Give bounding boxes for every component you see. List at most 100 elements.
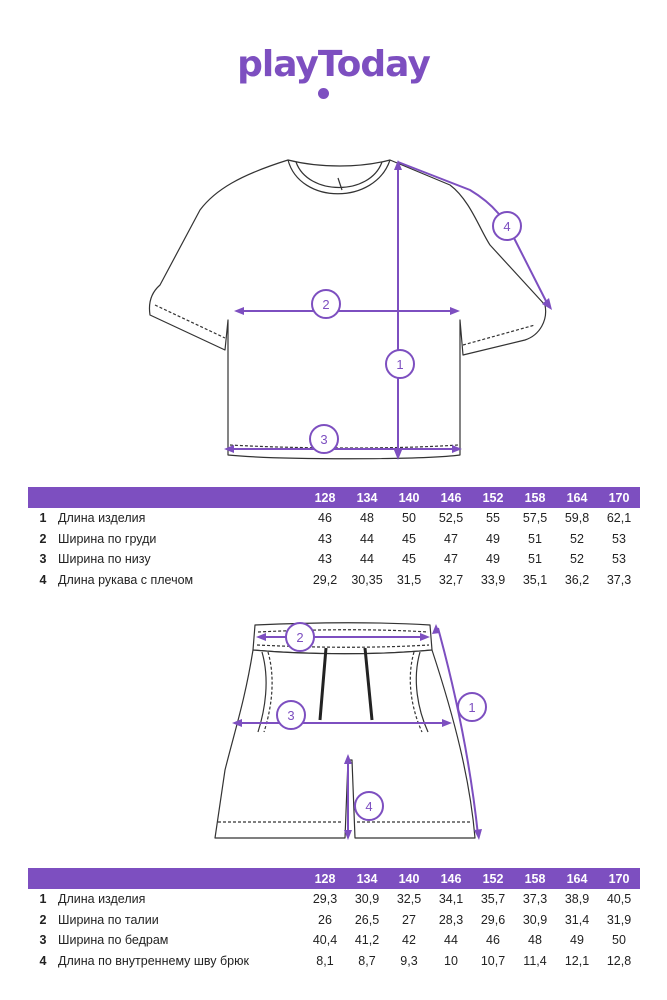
shorts-marker-2: [285, 622, 315, 652]
table-header-row: 128 134 140 146 152 158 164 170: [28, 868, 640, 889]
size-header: 158: [524, 871, 546, 886]
row-label: Ширина по бедрам: [58, 933, 169, 948]
table-row: 4 Длина по внутреннему шву брюк 8,1 8,7 …: [28, 951, 640, 972]
cell-value: 35,7: [480, 892, 506, 907]
size-header: 134: [356, 871, 378, 886]
row-label: Длина по внутреннему шву брюк: [58, 953, 249, 968]
cell-value: 48: [360, 511, 374, 526]
shorts-marker-2-label: 2: [296, 630, 303, 645]
cell-value: 32,7: [438, 572, 464, 587]
row-number: 4: [39, 953, 47, 968]
tshirt-collar: [287, 159, 391, 195]
size-header: 152: [482, 490, 504, 505]
cell-value: 10,7: [480, 953, 506, 968]
cell-value: 43: [318, 552, 332, 567]
cell-value: 46: [486, 933, 500, 948]
shorts-size-table: 128 134 140 146 152 158 164 170 1 Длина …: [28, 868, 640, 971]
tshirt-marker-1-label: 1: [396, 357, 403, 372]
cell-value: 53: [612, 552, 626, 567]
cell-value: 37,3: [606, 572, 632, 587]
cell-value: 48: [528, 933, 542, 948]
cell-value: 52,5: [438, 511, 464, 526]
tshirt-size-table: 128 134 140 146 152 158 164 170 1 Длина …: [28, 487, 640, 590]
row-number: 1: [39, 892, 47, 907]
cell-value: 31,4: [564, 912, 590, 927]
cell-value: 50: [612, 933, 626, 948]
cell-value: 29,3: [312, 892, 338, 907]
cell-value: 30,9: [354, 892, 380, 907]
cell-value: 35,1: [522, 572, 548, 587]
row-number: 2: [39, 531, 47, 546]
cell-value: 49: [486, 552, 500, 567]
size-header: 152: [482, 871, 504, 886]
table-row: 3 Ширина по бедрам 40,4 41,2 42 44 46 48…: [28, 930, 640, 951]
cell-value: 43: [318, 531, 332, 546]
tshirt-outline: [148, 159, 547, 460]
logo-dot: [318, 88, 329, 99]
cell-value: 38,9: [564, 892, 590, 907]
cell-value: 55: [486, 511, 500, 526]
tshirt-marker-3: [309, 424, 339, 454]
cell-value: 31,5: [396, 572, 422, 587]
size-header: 128: [314, 490, 336, 505]
size-header: 140: [398, 490, 420, 505]
cell-value: 45: [402, 531, 416, 546]
cell-value: 40,4: [312, 933, 338, 948]
cell-value: 30,9: [522, 912, 548, 927]
cell-value: 53: [612, 531, 626, 546]
shorts-length-line: [437, 627, 479, 836]
logo-text: playToday: [237, 44, 431, 85]
cell-value: 51: [528, 531, 542, 546]
cell-value: 52: [570, 552, 584, 567]
tshirt-marker-4-label: 4: [503, 219, 510, 234]
cell-value: 45: [402, 552, 416, 567]
cell-value: 47: [444, 552, 458, 567]
cell-value: 36,2: [564, 572, 590, 587]
row-label: Ширина по талии: [58, 912, 159, 927]
shorts-marker-1-label: 1: [468, 700, 475, 715]
cell-value: 34,1: [438, 892, 464, 907]
size-header: 134: [356, 490, 378, 505]
table-row: 4 Длина рукава с плечом 29,2 30,35 31,5 …: [28, 570, 640, 591]
tshirt-marker-2: [311, 289, 341, 319]
shorts-marker-3-label: 3: [287, 708, 294, 723]
cell-value: 47: [444, 531, 458, 546]
cell-value: 12,1: [564, 953, 590, 968]
cell-value: 37,3: [522, 892, 548, 907]
brand-logo: playToday: [0, 44, 667, 85]
cell-value: 31,9: [606, 912, 632, 927]
cell-value: 42: [402, 933, 416, 948]
cell-value: 49: [486, 531, 500, 546]
cell-value: 57,5: [522, 511, 548, 526]
row-number: 3: [39, 552, 47, 567]
cell-value: 11,4: [523, 953, 547, 968]
size-header: 146: [440, 490, 462, 505]
size-header: 170: [608, 490, 630, 505]
table-row: 3 Ширина по низу 43 44 45 47 49 51 52 53: [28, 549, 640, 570]
shorts-marker-3: [276, 700, 306, 730]
cell-value: 50: [402, 511, 416, 526]
cell-value: 44: [444, 933, 458, 948]
tshirt-marker-1: [385, 349, 415, 379]
shorts-marker-1: [457, 692, 487, 722]
cell-value: 30,35: [351, 572, 383, 587]
cell-value: 40,5: [606, 892, 632, 907]
cell-value: 9,3: [400, 953, 418, 968]
shorts-drawing: 1 2 3 4: [214, 622, 487, 840]
cell-value: 8,7: [358, 953, 376, 968]
cell-value: 26: [318, 912, 332, 927]
cell-value: 62,1: [606, 511, 632, 526]
tshirt-marker-2-label: 2: [322, 297, 329, 312]
tshirt-marker-3-label: 3: [320, 432, 327, 447]
size-header: 158: [524, 490, 546, 505]
row-number: 2: [39, 912, 47, 927]
cell-value: 26,5: [354, 912, 380, 927]
table-row: 1 Длина изделия 46 48 50 52,5 55 57,5 59…: [28, 508, 640, 529]
cell-value: 51: [528, 552, 542, 567]
drawstring-left: [318, 647, 328, 721]
row-number: 4: [39, 572, 47, 587]
row-label: Ширина по груди: [58, 531, 157, 546]
cell-value: 44: [360, 531, 374, 546]
cell-value: 8,1: [316, 953, 334, 968]
shorts-marker-4: [354, 791, 384, 821]
